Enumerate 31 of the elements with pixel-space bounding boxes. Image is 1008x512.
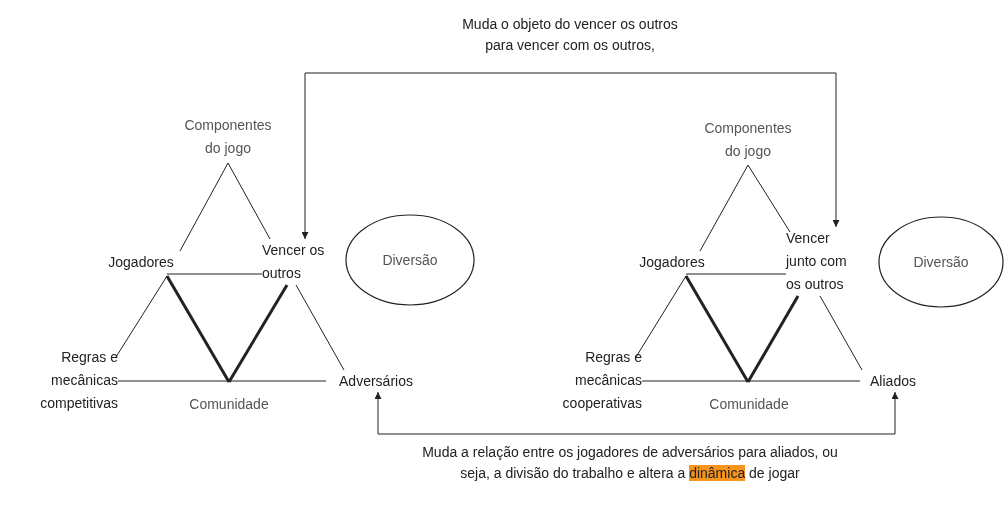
connector-line [641, 380, 861, 382]
node-label: Vencer os outros [262, 241, 326, 283]
node-label: Regras e mecânicas cooperativas [561, 348, 642, 413]
connector-line [115, 275, 168, 358]
node-label: Comunidade [188, 395, 270, 414]
connector-line [685, 273, 787, 275]
node-label: Jogadores [638, 253, 706, 272]
connector-line [227, 284, 289, 383]
ellipse-label: Diversão [381, 250, 439, 270]
connector-line [227, 162, 271, 240]
node-label: Regras e mecânicas competitivas [39, 348, 118, 413]
connector-line [165, 275, 231, 383]
connector-line [179, 162, 229, 252]
connector-line [117, 380, 327, 382]
node-label: Componentes do jogo [183, 116, 273, 158]
node-label: Jogadores [107, 253, 175, 272]
node-label: Aliados [869, 372, 917, 391]
connector-line [699, 164, 749, 252]
connector-line [684, 275, 750, 383]
node-label: Adversários [338, 372, 414, 391]
connector-line [819, 295, 863, 371]
node-label: Vencer junto com os outros [786, 229, 848, 294]
arrow [374, 391, 899, 435]
arrow [301, 72, 840, 240]
connector-line [295, 284, 345, 371]
connector-line [166, 273, 263, 275]
ellipse-label: Diversão [912, 252, 970, 272]
connector-line [746, 295, 800, 383]
node-label: Comunidade [708, 395, 790, 414]
node-label: Componentes do jogo [703, 119, 793, 161]
connector-line [747, 164, 791, 233]
